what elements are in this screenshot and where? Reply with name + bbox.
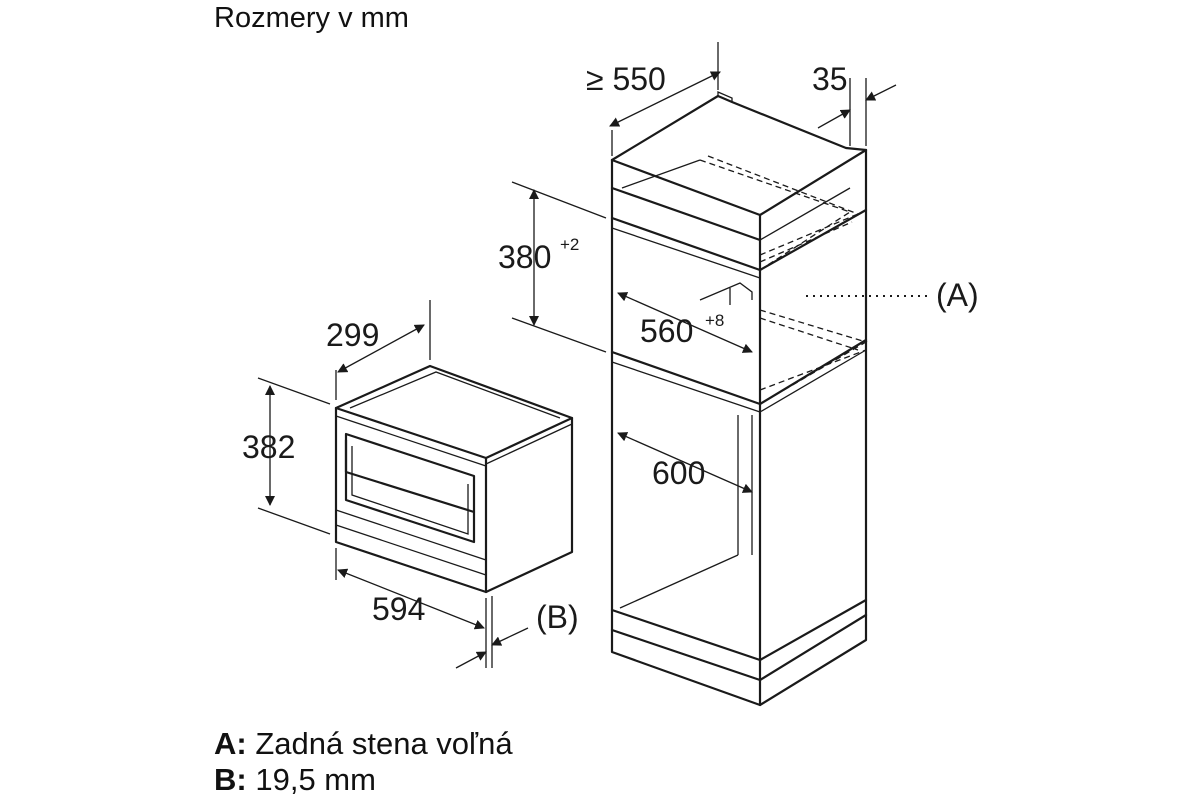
callout-a: (A) — [936, 277, 979, 313]
dim-niche-height: 380 — [498, 239, 551, 275]
dim-appliance-width: 594 — [372, 591, 425, 627]
callout-b: (B) — [536, 599, 579, 635]
legend-item-a: A: Zadná stena voľná — [214, 726, 513, 762]
dim-niche-height-tolerance: +2 — [560, 235, 579, 254]
dim-niche-width: 560 — [640, 313, 693, 349]
dim-appliance-height: 382 — [242, 429, 295, 465]
dimension-lines — [257, 42, 928, 669]
dim-cabinet-side-offset: 35 — [812, 61, 848, 97]
dim-appliance-depth: 299 — [326, 317, 379, 353]
page-title: Rozmery v mm — [214, 2, 409, 34]
cabinet-drawing — [610, 91, 868, 707]
dim-cabinet-depth: ≥ 550 — [586, 61, 666, 97]
legend-item-b: B: 19,5 mm — [214, 762, 376, 798]
legend-text: Zadná stena voľná — [255, 726, 513, 761]
legend-key: A: — [214, 726, 247, 761]
legend-key: B: — [214, 762, 247, 797]
legend-text: 19,5 mm — [255, 762, 376, 797]
dim-cabinet-width: 600 — [652, 455, 705, 491]
dim-niche-width-tolerance: +8 — [705, 311, 724, 330]
appliance-drawing — [334, 364, 574, 594]
